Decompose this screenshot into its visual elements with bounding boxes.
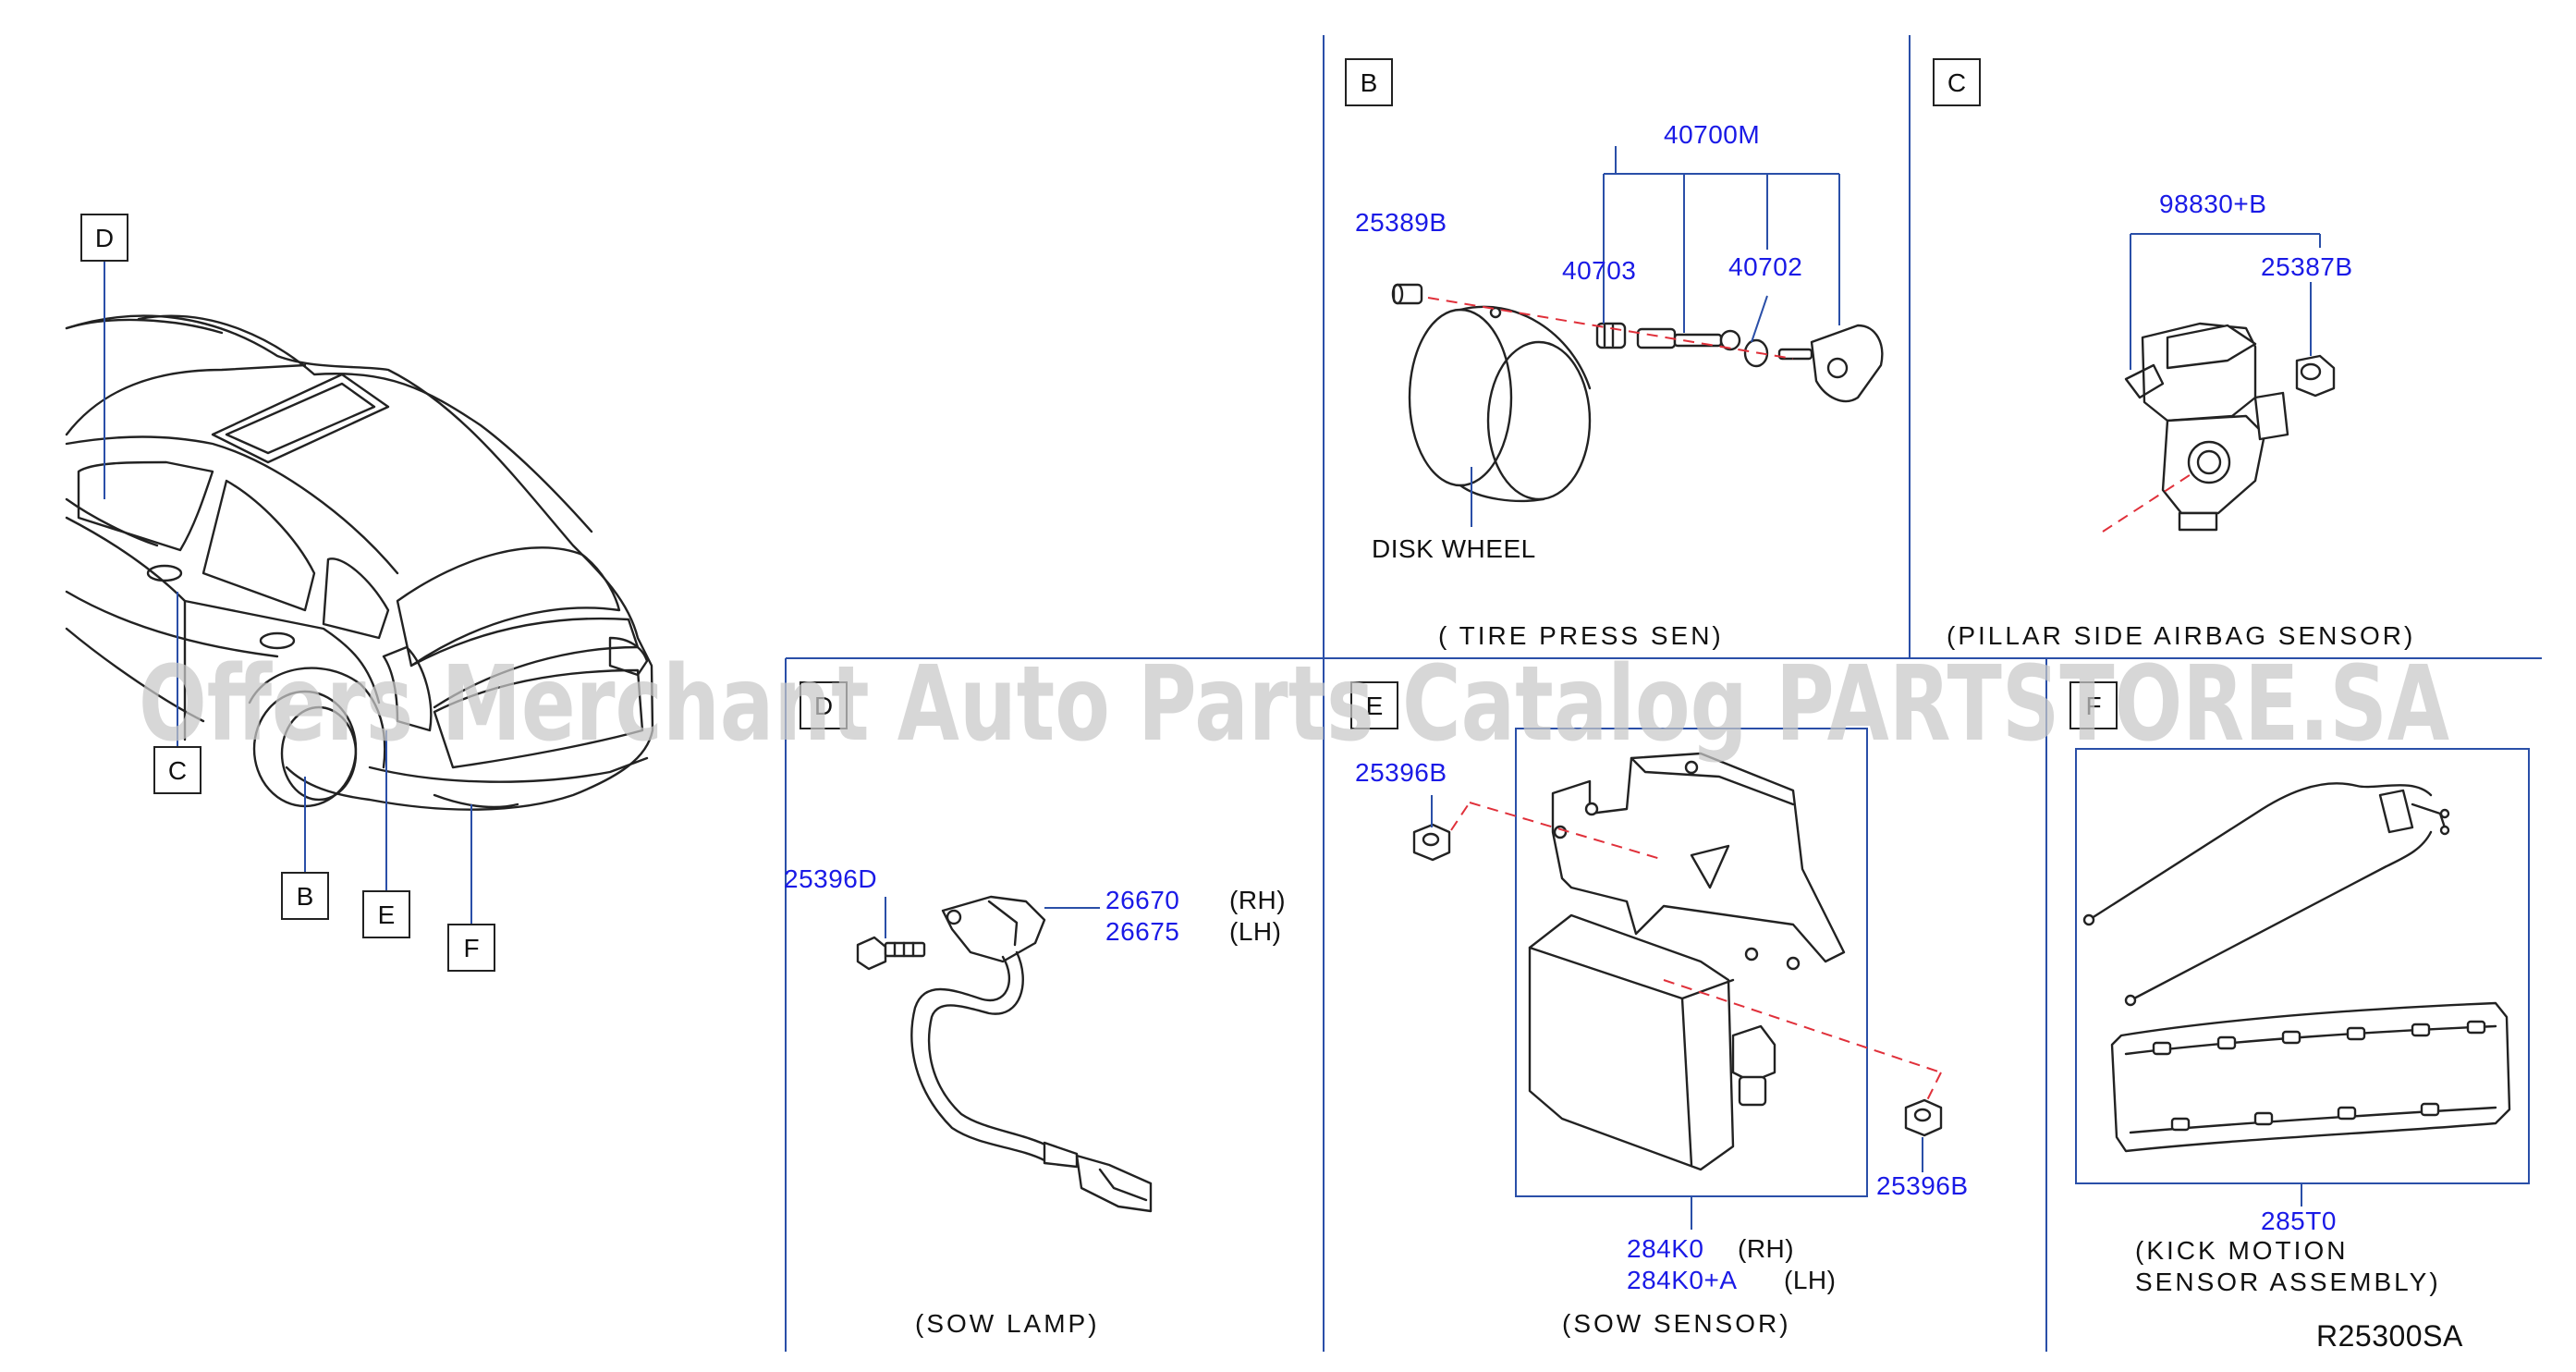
tire-pressure-sensor-assembly xyxy=(1391,283,1884,502)
pillar-airbag-sensor-assembly xyxy=(2102,322,2336,533)
part-25396D[interactable]: 25396D xyxy=(784,864,877,893)
sow-lamp-leaders xyxy=(885,897,1100,938)
part-25396B-top[interactable]: 25396B xyxy=(1355,758,1447,787)
vehicle-callout-f: F xyxy=(447,924,495,972)
section-box-c: C xyxy=(1933,58,1981,106)
svg-text:D: D xyxy=(814,692,833,720)
part-26675[interactable]: 26675 xyxy=(1105,917,1179,946)
vehicle-illustration xyxy=(65,314,654,811)
tire-pressure-leaders xyxy=(1471,146,1840,527)
vehicle-callout-e: E xyxy=(362,890,410,938)
svg-text:C: C xyxy=(168,756,187,785)
kick-sensor-clips xyxy=(2152,1020,2486,1132)
watermark: Offers Merchant Auto Parts Catalog PARTS… xyxy=(139,644,2449,765)
part-25389B[interactable]: 25389B xyxy=(1355,208,1447,237)
section-box-e: E xyxy=(1350,681,1398,729)
caption-sow-lamp: (SOW LAMP) xyxy=(915,1309,1100,1338)
svg-text:E: E xyxy=(1366,692,1384,720)
diagram-code: R25300SA xyxy=(2316,1319,2463,1353)
svg-text:C: C xyxy=(1947,68,1966,97)
caption-sow-sensor: (SOW SENSOR) xyxy=(1562,1309,1791,1338)
svg-text:F: F xyxy=(463,934,479,962)
panel-grid xyxy=(785,35,2542,1352)
part-40700M[interactable]: 40700M xyxy=(1664,120,1760,149)
section-box-b: B xyxy=(1345,58,1393,106)
lh-label-26675: (LH) xyxy=(1229,917,1281,946)
part-40703[interactable]: 40703 xyxy=(1562,256,1636,285)
kick-motion-sensor-assembly xyxy=(2075,748,2530,1184)
part-284K0[interactable]: 284K0 xyxy=(1627,1234,1703,1263)
svg-text:E: E xyxy=(378,900,396,929)
part-40702[interactable]: 40702 xyxy=(1728,252,1802,281)
vehicle-callout-d: D xyxy=(80,214,128,262)
part-25396B-bottom[interactable]: 25396B xyxy=(1876,1171,1969,1200)
part-26670[interactable]: 26670 xyxy=(1105,886,1179,914)
part-25387B[interactable]: 25387B xyxy=(2261,252,2353,281)
sow-lamp-assembly xyxy=(856,895,1153,1213)
part-284K0A[interactable]: 284K0+A xyxy=(1627,1266,1738,1294)
svg-text:F: F xyxy=(2085,692,2101,720)
svg-text:B: B xyxy=(1361,68,1378,97)
vehicle-callout-b: B xyxy=(281,872,329,920)
section-box-f: F xyxy=(2069,681,2118,729)
sow-sensor-leaders xyxy=(1431,795,1923,1230)
vehicle-callout-c: C xyxy=(153,746,201,794)
lh-label-284K0A: (LH) xyxy=(1784,1266,1836,1294)
vehicle-callouts xyxy=(104,259,472,925)
svg-text:B: B xyxy=(297,882,314,911)
caption-tire-press-sen: ( TIRE PRESS SEN) xyxy=(1438,621,1724,650)
caption-sensor-assembly: SENSOR ASSEMBLY) xyxy=(2135,1268,2441,1296)
part-285T0[interactable]: 285T0 xyxy=(2261,1207,2337,1235)
part-98830B[interactable]: 98830+B xyxy=(2159,190,2266,218)
sow-sensor-assembly xyxy=(1412,728,1943,1197)
caption-pillar-side-airbag-sensor: (PILLAR SIDE AIRBAG SENSOR) xyxy=(1947,621,2415,650)
svg-text:D: D xyxy=(95,224,114,252)
disk-wheel-label: DISK WHEEL xyxy=(1372,534,1536,563)
airbag-sensor-leaders xyxy=(2130,233,2321,370)
rh-label-284K0: (RH) xyxy=(1738,1234,1794,1263)
section-box-d: D xyxy=(800,681,848,729)
rh-label-26670: (RH) xyxy=(1229,886,1286,914)
caption-kick-motion: (KICK MOTION xyxy=(2135,1236,2348,1265)
